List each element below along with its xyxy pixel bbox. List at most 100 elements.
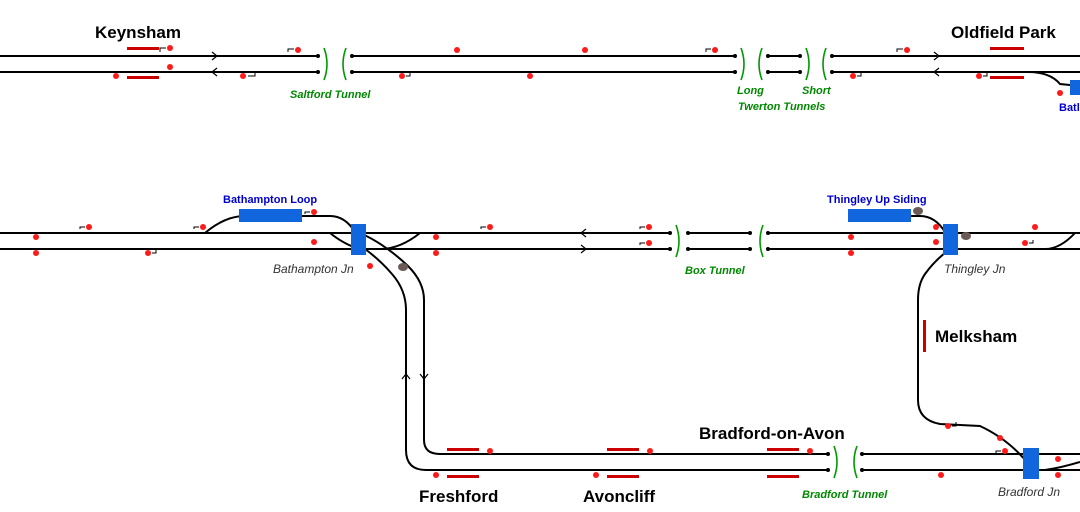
signal[interactable]	[167, 45, 173, 51]
signal[interactable]	[582, 47, 588, 53]
signal-post	[896, 48, 903, 52]
track-bathampton-crossover-east	[379, 232, 421, 250]
signal[interactable]	[295, 47, 301, 53]
signal[interactable]	[367, 263, 373, 269]
signal[interactable]	[399, 73, 405, 79]
direction-arrow-icon	[401, 373, 411, 380]
signal[interactable]	[647, 448, 653, 454]
track-thingley-siding	[848, 215, 946, 233]
signal[interactable]	[433, 234, 439, 240]
junction-label-bradford: Bradford Jn	[998, 485, 1060, 499]
top-section: Keynsham Oldfield Park Batl Saltford Tun…	[0, 23, 1080, 114]
direction-arrow-icon	[211, 67, 218, 77]
signal[interactable]	[311, 239, 317, 245]
box-tunnel-east-portal	[759, 224, 764, 258]
signal[interactable]	[33, 250, 39, 256]
track-end	[830, 70, 834, 74]
signal[interactable]	[86, 224, 92, 230]
short-tunnel-west-portal	[805, 47, 810, 81]
signal-post	[639, 226, 645, 229]
signal[interactable]	[240, 73, 246, 79]
signal[interactable]	[145, 250, 151, 256]
avoncliff-platform-up	[607, 448, 639, 451]
signal[interactable]	[904, 47, 910, 53]
track-end	[316, 54, 320, 58]
signal[interactable]	[712, 47, 718, 53]
signal[interactable]	[933, 239, 939, 245]
signal-post	[952, 422, 957, 427]
signal[interactable]	[646, 224, 652, 230]
bradford-tunnel-east-portal	[853, 445, 858, 479]
signal[interactable]	[1057, 90, 1063, 96]
direction-arrow-icon	[580, 228, 587, 238]
signal[interactable]	[945, 423, 951, 429]
signal[interactable]	[487, 448, 493, 454]
signal[interactable]	[200, 224, 206, 230]
signal[interactable]	[976, 73, 982, 79]
track-end	[316, 70, 320, 74]
tunnel-label-short: Short	[802, 85, 832, 97]
track-thingley-crossover	[1044, 232, 1076, 250]
track-end	[668, 231, 672, 235]
bradford-platform-down	[767, 475, 799, 478]
signal[interactable]	[933, 224, 939, 230]
location-label-bath: Batl	[1059, 102, 1080, 114]
signal[interactable]	[454, 47, 460, 53]
location-label-bathampton-loop: Bathampton Loop	[223, 194, 317, 206]
signal[interactable]	[1022, 240, 1028, 246]
station-label-bradford-on-avon: Bradford-on-Avon	[699, 424, 845, 443]
signal[interactable]	[593, 472, 599, 478]
station-label-melksham: Melksham	[935, 327, 1017, 346]
track-end	[350, 54, 354, 58]
signal[interactable]	[1055, 456, 1061, 462]
track-end	[766, 247, 770, 251]
station-label-keynsham: Keynsham	[95, 23, 181, 42]
track-bathampton-jn-up-branch	[359, 232, 828, 455]
middle-section: Bathampton Loop Thingley Up Siding Batha…	[0, 194, 1080, 471]
tunnel-label-box: Box Tunnel	[685, 265, 746, 277]
station-label-freshford: Freshford	[419, 487, 498, 506]
signal[interactable]	[113, 73, 119, 79]
signal[interactable]	[938, 472, 944, 478]
signal[interactable]	[433, 472, 439, 478]
track-end	[798, 70, 802, 74]
track-end	[860, 468, 864, 472]
direction-arrow-icon	[580, 244, 587, 254]
signal[interactable]	[646, 240, 652, 246]
track-bradford-crossover	[1044, 461, 1080, 471]
freshford-platform-down	[447, 475, 479, 478]
obstruction-icon	[913, 207, 923, 215]
signal[interactable]	[848, 250, 854, 256]
track-end	[766, 54, 770, 58]
track-end	[860, 452, 864, 456]
signal[interactable]	[848, 234, 854, 240]
signal[interactable]	[1032, 224, 1038, 230]
signal-post	[983, 72, 988, 77]
signal-post	[304, 211, 310, 214]
signal-post	[193, 226, 199, 229]
signal[interactable]	[1055, 472, 1061, 478]
long-tunnel-east-portal	[758, 47, 763, 81]
bathampton-jn-occupancy	[351, 224, 366, 255]
signal[interactable]	[807, 448, 813, 454]
keynsham-platform-up	[127, 47, 159, 50]
signal[interactable]	[1002, 448, 1008, 454]
tunnel-label-twerton: Twerton Tunnels	[738, 101, 825, 113]
signal[interactable]	[311, 209, 317, 215]
signal[interactable]	[433, 250, 439, 256]
thingley-siding-occupancy	[848, 209, 911, 222]
signal[interactable]	[527, 73, 533, 79]
signal-post	[152, 249, 157, 254]
signal-post	[639, 242, 645, 245]
signal[interactable]	[33, 234, 39, 240]
location-label-thingley-up-siding: Thingley Up Siding	[827, 194, 927, 206]
signal[interactable]	[997, 435, 1003, 441]
bradford-platform-up	[767, 448, 799, 451]
signal[interactable]	[850, 73, 856, 79]
signal[interactable]	[167, 64, 173, 70]
tunnel-label-saltford: Saltford Tunnel	[290, 89, 371, 101]
obstruction-icon	[961, 232, 971, 240]
signal[interactable]	[487, 224, 493, 230]
box-tunnel-west-portal	[675, 224, 680, 258]
track-end	[733, 70, 737, 74]
